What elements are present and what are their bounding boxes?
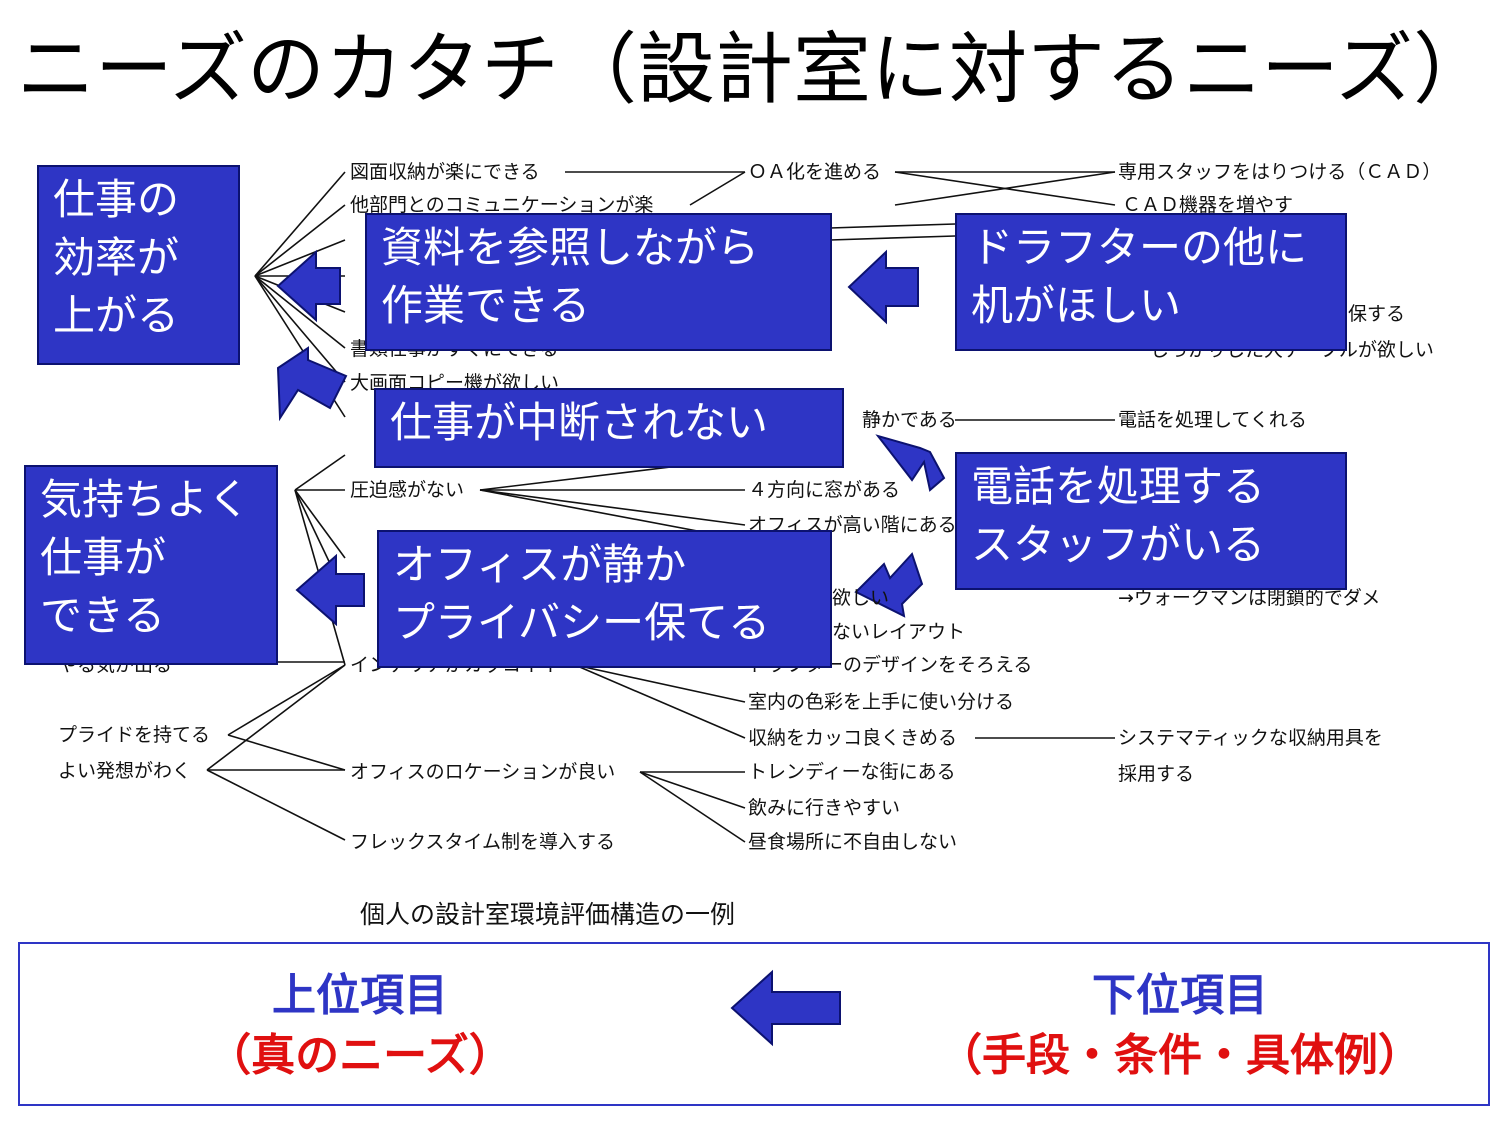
node-layout: ないレイアウト	[832, 621, 966, 643]
node-zumen: 図面収納が楽にできる	[350, 161, 540, 183]
box-office-line: オフィスが静か	[393, 540, 687, 589]
node-trendy: トレンディーな街にある	[748, 761, 956, 783]
box-koritsu-line: 上がる	[53, 291, 180, 340]
node-cad-kiki: ＣＡＤ機器を増やす	[1122, 194, 1294, 216]
node-chushoku: 昼食場所に不自由しない	[748, 831, 958, 853]
box-koritsu-line: 効率が	[53, 233, 180, 282]
legend-upper-main: 上位項目	[272, 970, 448, 1021]
box-shiryo-line: 作業できる	[381, 281, 591, 330]
box-drafter-line: ドラフターの他に	[971, 223, 1308, 272]
legend-lower-main: 下位項目	[1092, 970, 1268, 1021]
diagram-caption: 個人の設計室環境評価構造の一例	[360, 900, 736, 929]
node-staff-cad: 専用スタッフをはりつける（ＣＡＤ）	[1118, 161, 1442, 183]
box-office-line: プライバシー保てる	[393, 598, 771, 647]
node-denwa-shori: 電話を処理してくれる	[1118, 409, 1307, 431]
node-flex: フレックスタイム制を導入する	[350, 831, 616, 853]
node-appaku: 圧迫感がない	[350, 479, 465, 501]
box-denwa-line: 電話を処理する	[971, 462, 1266, 511]
node-oa: ＯＡ化を進める	[748, 161, 882, 183]
box-chudan: 仕事が中断されない	[374, 388, 844, 468]
node-shizuka: 静かである	[862, 409, 957, 431]
box-chudan-line: 仕事が中断されない	[390, 398, 769, 447]
node-4houkou: ４方向に窓がある	[748, 479, 901, 501]
legend-lower: 下位項目 （手段・条件・具体例）	[900, 966, 1460, 1086]
box-koritsu-line: 仕事の	[53, 175, 180, 224]
box-kimochi-line: できる	[40, 591, 166, 640]
node-shuno: 収納をカッコ良くきめる	[748, 727, 958, 749]
diagram-connectors	[25, 171, 1116, 843]
node-tabumon: 他部門とのコミュニケーションが楽	[350, 194, 654, 216]
node-saiyo: 採用する	[1118, 763, 1195, 785]
legend-lower-sub: （手段・条件・具体例）	[938, 1030, 1422, 1081]
box-denwa-line: スタッフがいる	[971, 520, 1266, 569]
left-arrow-icon	[730, 969, 841, 1047]
legend-upper-sub: （真のニーズ）	[207, 1030, 513, 1081]
box-drafter: ドラフターの他に 机がほしい	[955, 213, 1347, 351]
node-shikisai: 室内の色彩を上手に使い分ける	[748, 691, 1015, 713]
legend-upper: 上位項目 （真のニーズ）	[180, 966, 540, 1086]
box-office: オフィスが静か プライバシー保てる	[377, 530, 832, 668]
legend-panel: 上位項目 （真のニーズ） 下位項目 （手段・条件・具体例）	[18, 942, 1490, 1106]
box-kimochi-line: 気持ちよく	[40, 475, 251, 524]
box-kimochi-line: 仕事が	[40, 533, 167, 582]
box-kimochi: 気持ちよく 仕事が できる	[24, 465, 278, 665]
node-hoshii: 欲しい	[832, 587, 890, 609]
box-shiryo: 資料を参照しながら 作業できる	[365, 213, 832, 351]
node-hassou: よい発想がわく	[58, 760, 192, 782]
node-nomi: 飲みに行きやすい	[748, 797, 901, 819]
node-pride: プライドを持てる	[58, 724, 211, 746]
node-location: オフィスのロケーションが良い	[350, 761, 616, 783]
box-drafter-line: 机がほしい	[971, 281, 1182, 330]
page-title: ニーズのカタチ（設計室に対するニーズ）	[16, 25, 1492, 115]
node-system: システマティックな収納用具を	[1118, 727, 1383, 749]
node-walkman: →ウォークマンは閉鎖的でダメ	[1118, 587, 1381, 609]
box-denwa: 電話を処理する スタッフがいる	[955, 452, 1347, 590]
box-koritsu: 仕事の 効率が 上がる	[37, 165, 240, 365]
node-hosuru: 保する	[1348, 303, 1406, 325]
box-shiryo-line: 資料を参照しながら	[381, 223, 760, 272]
